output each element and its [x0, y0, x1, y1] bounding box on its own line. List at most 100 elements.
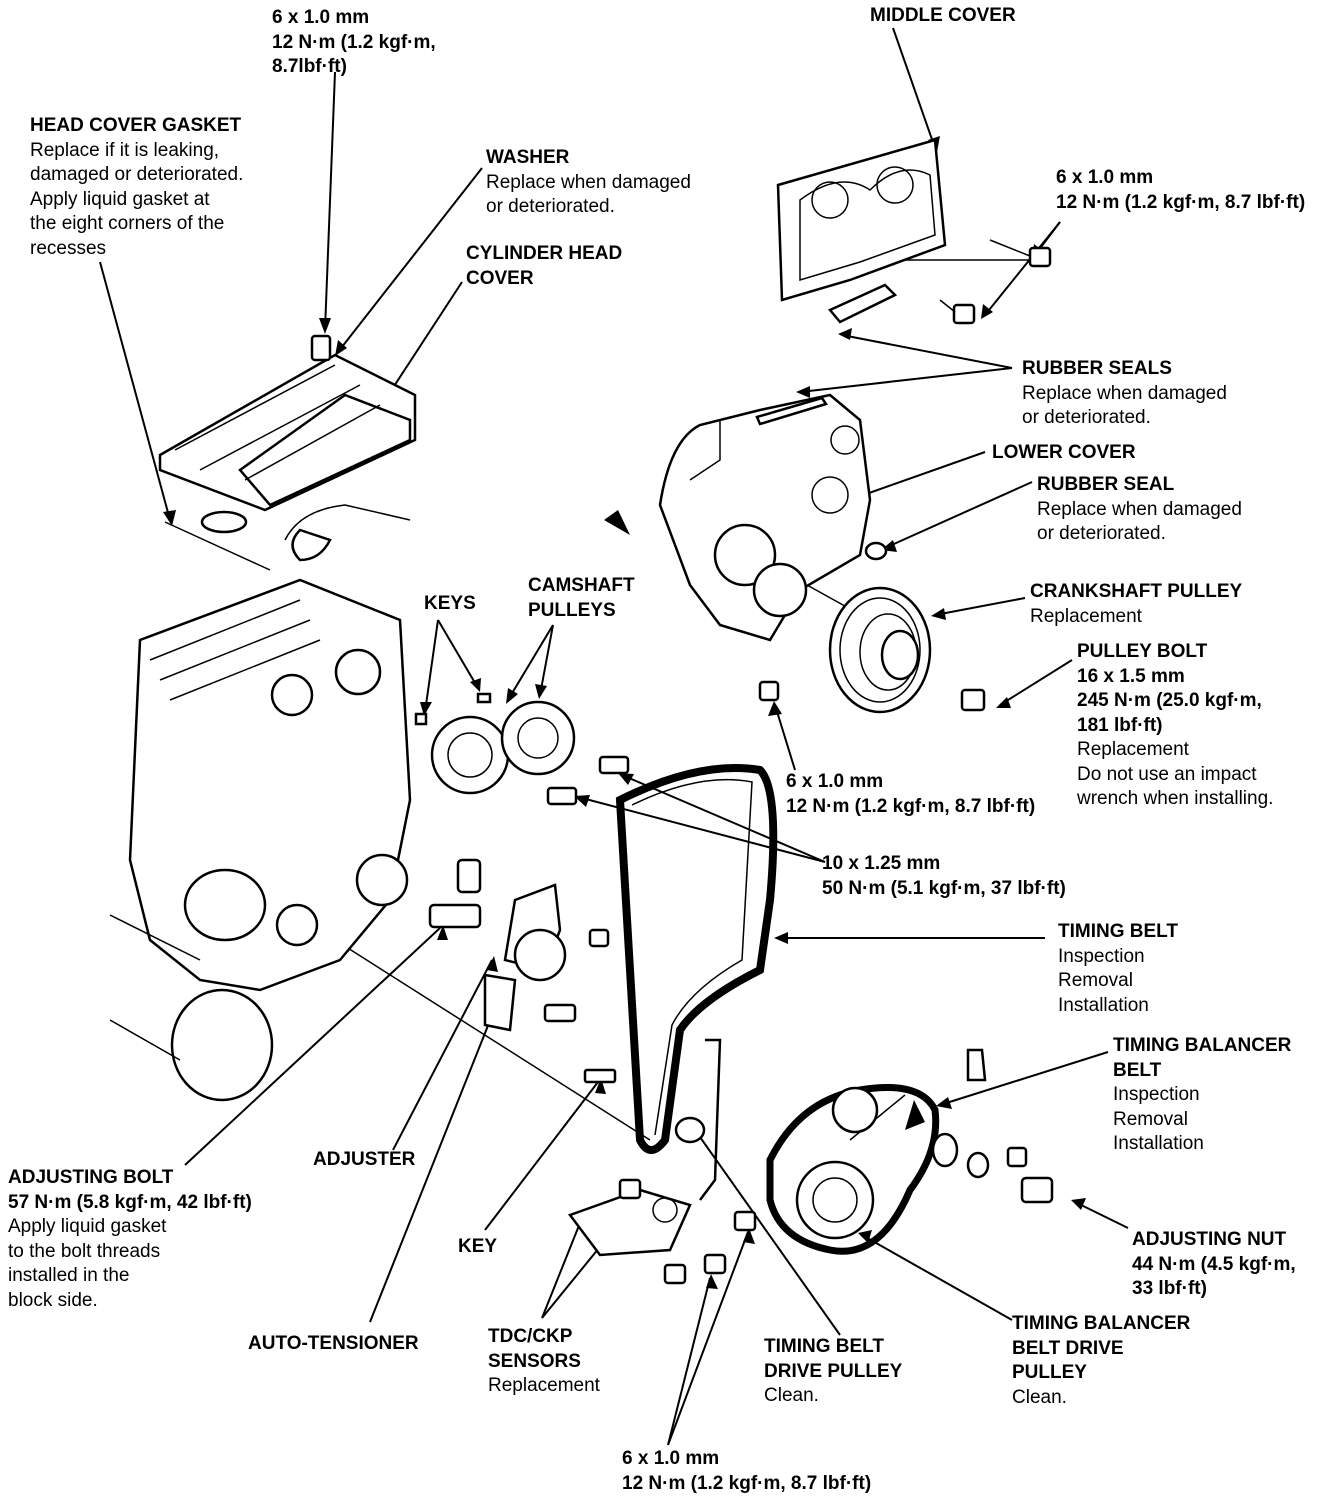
- label-line: 33 lbf·ft): [1132, 1278, 1207, 1299]
- label-cylinder-head-cover: CYLINDER HEAD COVER: [466, 242, 622, 291]
- crankshaft-pulley-part: [758, 586, 986, 714]
- label-line: TIMING BALANCER: [1113, 1035, 1292, 1056]
- label-line: RUBBER SEALS: [1022, 358, 1172, 379]
- label-line: 6 x 1.0 mm: [1056, 167, 1154, 188]
- label-line: Installation: [1113, 1133, 1204, 1154]
- label-line: Replace when damaged: [1022, 382, 1227, 404]
- label-line: ADJUSTING NUT: [1132, 1229, 1287, 1250]
- label-line: 6 x 1.0 mm: [786, 771, 884, 792]
- label-line: TIMING BALANCER: [1012, 1313, 1191, 1334]
- label-line: 6 x 1.0 mm: [272, 7, 370, 28]
- label-tdc-ckp-sensors: TDC/CKP SENSORS Replacement: [488, 1325, 600, 1399]
- label-bottom-bolt: 6 x 1.0 mm 12 N·m (1.2 kgf·m, 8.7 lbf·ft…: [622, 1447, 871, 1496]
- label-line: or deteriorated.: [486, 196, 615, 217]
- label-line: CRANKSHAFT PULLEY: [1030, 581, 1243, 602]
- label-line: wrench when installing.: [1077, 788, 1274, 809]
- label-line: 16 x 1.5 mm: [1077, 665, 1185, 687]
- label-line: BELT DRIVE: [1012, 1337, 1124, 1359]
- label-line: COVER: [466, 267, 534, 289]
- label-line: CAMSHAFT: [528, 575, 635, 596]
- label-line: 12 N·m (1.2 kgf·m, 8.7 lbf·ft): [1056, 191, 1306, 213]
- label-head-cover-bolt: 6 x 1.0 mm 12 N·m (1.2 kgf·m, 8.7lbf·ft): [272, 6, 436, 80]
- label-lower-cover-bolt: 6 x 1.0 mm 12 N·m (1.2 kgf·m, 8.7 lbf·ft…: [786, 770, 1035, 819]
- label-line: 245 N·m (25.0 kgf·m,: [1077, 690, 1262, 711]
- label-line: CYLINDER HEAD: [466, 243, 623, 264]
- label-line: 44 N·m (4.5 kgf·m,: [1132, 1253, 1296, 1275]
- timing-belt-part: [615, 764, 778, 1154]
- label-line: 6 x 1.0 mm: [622, 1448, 720, 1469]
- label-line: Do not use an impact: [1077, 763, 1257, 785]
- sensors-part: [567, 1038, 757, 1285]
- label-key: KEY: [458, 1235, 497, 1260]
- label-line: TDC/CKP: [488, 1326, 573, 1347]
- label-line: Replacement: [488, 1375, 600, 1396]
- label-line: TIMING BELT: [764, 1336, 884, 1357]
- label-washer: WASHER Replace when damaged or deteriora…: [486, 146, 691, 220]
- label-line: damaged or deteriorated.: [30, 164, 244, 185]
- label-crankshaft-pulley: CRANKSHAFT PULLEY Replacement: [1030, 580, 1242, 629]
- label-line: or deteriorated.: [1037, 523, 1166, 544]
- label-line: 10 x 1.25 mm: [822, 853, 941, 874]
- label-adjusting-nut: ADJUSTING NUT 44 N·m (4.5 kgf·m, 33 lbf·…: [1132, 1228, 1296, 1302]
- label-timing-belt: TIMING BELT Inspection Removal Installat…: [1058, 920, 1178, 1018]
- label-line: ADJUSTING BOLT: [8, 1167, 174, 1188]
- label-camshaft-bolt: 10 x 1.25 mm 50 N·m (5.1 kgf·m, 37 lbf·f…: [822, 852, 1066, 901]
- label-line: 50 N·m (5.1 kgf·m, 37 lbf·ft): [822, 877, 1066, 899]
- label-line: 57 N·m (5.8 kgf·m, 42 lbf·ft): [8, 1191, 252, 1213]
- label-adjuster: ADJUSTER: [313, 1148, 415, 1173]
- label-line: WASHER: [486, 147, 570, 168]
- label-line: SENSORS: [488, 1350, 581, 1372]
- label-line: Clean.: [764, 1385, 819, 1406]
- label-line: AUTO-TENSIONER: [248, 1333, 419, 1354]
- label-line: to the bolt threads: [8, 1240, 161, 1262]
- middle-cover-part: [776, 138, 1052, 325]
- label-line: Replacement: [1077, 739, 1189, 760]
- label-line: Inspection: [1058, 945, 1145, 967]
- label-line: Replacement: [1030, 605, 1142, 627]
- label-line: the eight corners of the: [30, 213, 225, 234]
- label-line: HEAD COVER GASKET: [30, 115, 242, 136]
- label-line: 12 N·m (1.2 kgf·m, 8.7 lbf·ft): [786, 795, 1036, 817]
- label-timing-balancer-belt: TIMING BALANCER BELT Inspection Removal …: [1113, 1034, 1291, 1157]
- label-line: installed in the: [8, 1265, 130, 1286]
- label-pulley-bolt: PULLEY BOLT 16 x 1.5 mm 245 N·m (25.0 kg…: [1077, 640, 1273, 812]
- label-line: TIMING BELT: [1058, 921, 1178, 942]
- label-line: Removal: [1058, 970, 1133, 991]
- leader-lines: [99, 27, 1129, 1446]
- label-head-cover-gasket: HEAD COVER GASKET Replace if it is leaki…: [30, 114, 243, 261]
- label-line: recesses: [30, 237, 107, 259]
- label-line: PULLEY: [1012, 1362, 1087, 1383]
- label-middle-cover: MIDDLE COVER: [870, 4, 1016, 29]
- label-line: MIDDLE COVER: [870, 5, 1016, 26]
- label-line: Apply liquid gasket: [8, 1216, 167, 1237]
- label-rubber-seal: RUBBER SEAL Replace when damaged or dete…: [1037, 473, 1242, 547]
- label-line: Inspection: [1113, 1084, 1200, 1105]
- label-line: KEYS: [424, 593, 476, 614]
- balancer-belt-part: [674, 1048, 1054, 1255]
- label-line: Apply liquid gasket at: [30, 188, 210, 210]
- engine-block-part: [109, 578, 412, 1102]
- cylinder-head-cover-part: [158, 334, 417, 571]
- label-line: block side.: [8, 1289, 98, 1311]
- label-line: KEY: [458, 1236, 498, 1257]
- label-adjusting-bolt: ADJUSTING BOLT 57 N·m (5.8 kgf·m, 42 lbf…: [8, 1166, 252, 1313]
- label-line: BELT: [1113, 1059, 1162, 1081]
- label-timing-belt-drive-pulley: TIMING BELT DRIVE PULLEY Clean.: [764, 1335, 902, 1409]
- label-auto-tensioner: AUTO-TENSIONER: [248, 1332, 419, 1357]
- label-line: 12 N·m (1.2 kgf·m,: [272, 31, 436, 53]
- label-line: 12 N·m (1.2 kgf·m, 8.7 lbf·ft): [622, 1472, 872, 1494]
- label-middle-cover-bolt: 6 x 1.0 mm 12 N·m (1.2 kgf·m, 8.7 lbf·ft…: [1056, 166, 1305, 215]
- label-camshaft-pulleys: CAMSHAFT PULLEYS: [528, 574, 635, 623]
- label-lower-cover: LOWER COVER: [992, 441, 1136, 466]
- label-timing-balancer-belt-drive-pulley: TIMING BALANCER BELT DRIVE PULLEY Clean.: [1012, 1312, 1190, 1410]
- label-line: Replace when damaged: [486, 171, 691, 193]
- tensioner-part: [428, 858, 617, 1084]
- label-line: Removal: [1113, 1108, 1188, 1130]
- label-line: 181 lbf·ft): [1077, 714, 1163, 736]
- label-line: RUBBER SEAL: [1037, 474, 1175, 495]
- label-line: Replace when damaged: [1037, 498, 1242, 520]
- label-line: PULLEY BOLT: [1077, 641, 1208, 662]
- lower-cover-part: [658, 393, 888, 642]
- label-line: or deteriorated.: [1022, 407, 1151, 428]
- label-rubber-seals: RUBBER SEALS Replace when damaged or det…: [1022, 357, 1227, 431]
